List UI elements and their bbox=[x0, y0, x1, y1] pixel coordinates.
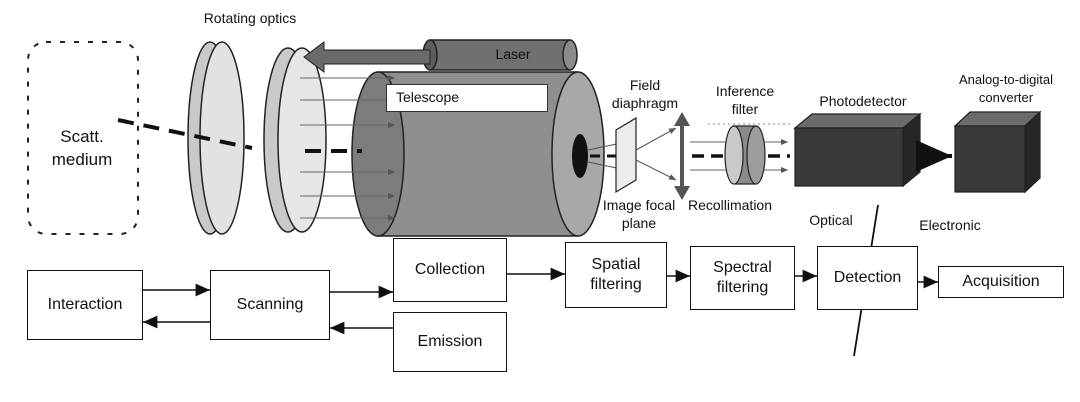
adc-box bbox=[953, 110, 1042, 194]
label-field-diaphragm-2: diaphragm bbox=[611, 95, 679, 111]
flow-arrows bbox=[143, 267, 938, 335]
flow-box-spatial-filtering: Spatial filtering bbox=[565, 242, 667, 308]
label-inference-filter-2: filter bbox=[731, 101, 759, 117]
flow-box-interaction: Interaction bbox=[27, 270, 143, 340]
label-image-focal-plane-1: Image focal bbox=[602, 197, 676, 213]
label-scatt-medium-2: medium bbox=[51, 150, 113, 169]
flow-box-detection: Detection bbox=[817, 246, 918, 310]
label-inference-filter-1: Inference bbox=[715, 83, 775, 99]
flow-box-scanning: Scanning bbox=[210, 270, 330, 340]
laser-unit bbox=[422, 39, 578, 71]
recollimation-lens bbox=[674, 112, 690, 200]
label-rotating-optics: Rotating optics bbox=[203, 10, 297, 26]
flow-box-collection: Collection bbox=[393, 238, 507, 302]
label-recollimation: Recollimation bbox=[687, 197, 773, 213]
optical-axis-left bbox=[117, 118, 253, 150]
label-telescope: Telescope bbox=[396, 89, 460, 105]
interference-filter bbox=[724, 125, 766, 185]
label-photodetector: Photodetector bbox=[819, 93, 907, 109]
telescope-label-box bbox=[386, 84, 548, 112]
rotating-disc-2 bbox=[263, 47, 327, 233]
laser-beam-arrow bbox=[303, 41, 431, 73]
photodetector-box bbox=[793, 112, 922, 188]
field-diaphragm bbox=[615, 116, 637, 194]
label-scatt-medium-1: Scatt. bbox=[60, 127, 104, 146]
telescope-aperture bbox=[572, 134, 588, 178]
label-adc-2: converter bbox=[978, 90, 1034, 105]
label-optical: Optical bbox=[809, 212, 853, 228]
diverging-rays bbox=[635, 127, 677, 181]
label-image-focal-plane-2: plane bbox=[621, 215, 657, 231]
label-electronic: Electronic bbox=[919, 217, 981, 233]
flow-box-emission: Emission bbox=[393, 312, 507, 372]
flow-box-spectral-filtering: Spectral filtering bbox=[690, 246, 795, 310]
label-laser: Laser bbox=[495, 46, 531, 62]
label-field-diaphragm-1: Field bbox=[629, 77, 661, 93]
collected-rays bbox=[300, 75, 395, 221]
label-adc-1: Analog-to-digital bbox=[959, 72, 1053, 87]
flow-box-acquisition: Acquisition bbox=[938, 266, 1064, 298]
scattering-medium-frame bbox=[27, 41, 139, 235]
